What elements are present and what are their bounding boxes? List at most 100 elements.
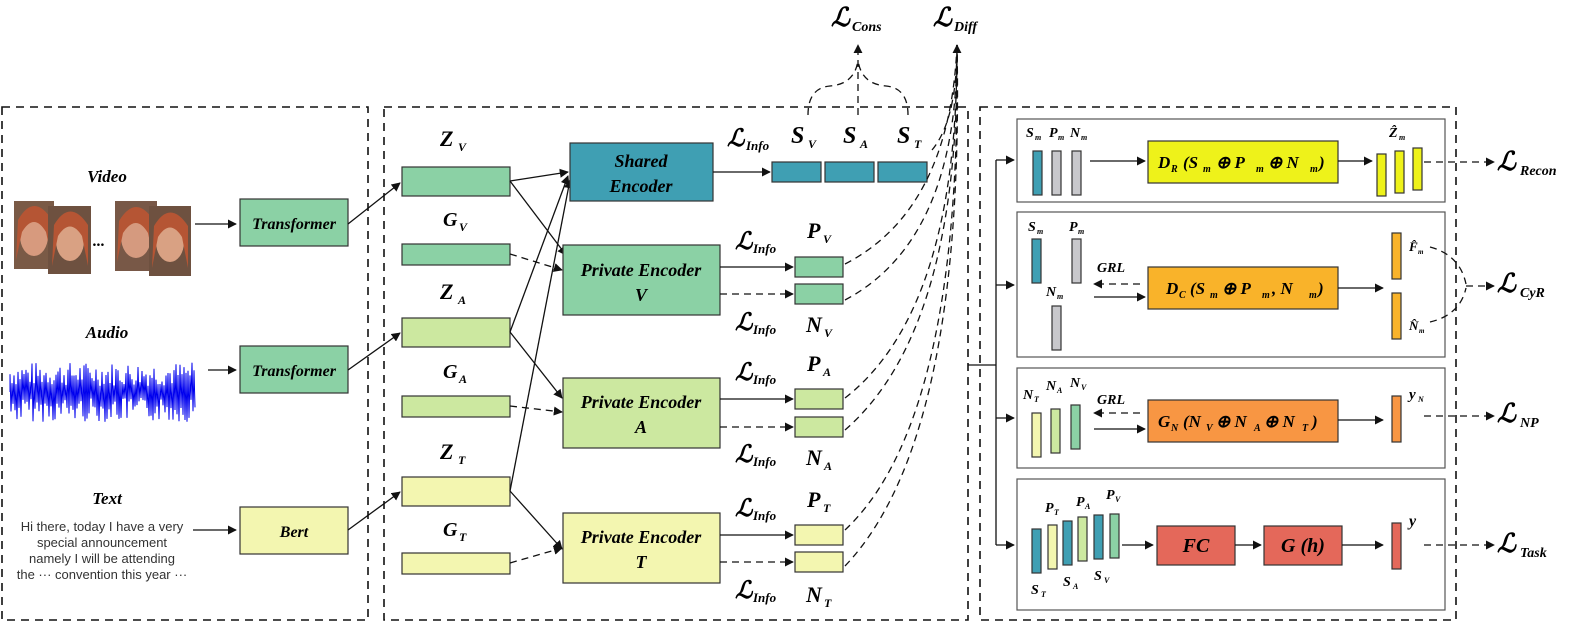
svg-text:V: V [459,220,468,234]
svg-text:m: m [1078,227,1084,236]
svg-text:G: G [443,519,458,541]
svg-text:S: S [1094,569,1102,584]
svg-text:N: N [1417,395,1425,404]
svg-text:D: D [1157,153,1170,172]
nhat-bar [1391,292,1402,340]
svg-text:m: m [1419,327,1425,335]
svg-text:A: A [458,372,467,386]
svg-text:Recon: Recon [1519,164,1557,179]
shared-encoder-label-1: Shared [614,151,668,171]
svg-text:P: P [1045,501,1054,516]
svg-text:A: A [859,137,868,151]
svg-text:NP: NP [1519,416,1539,431]
na-bar-3 [1050,408,1061,454]
svg-text:P: P [1106,488,1115,503]
svg-text:Cons: Cons [852,20,882,35]
svg-text:S: S [843,123,856,149]
svg-text:V: V [1104,576,1110,585]
face-frame-2 [48,206,91,274]
audio-waveform [9,362,196,422]
audio-transformer-label: Transformer [252,363,337,380]
decoder-frame [979,106,1457,621]
cons-brace-left [807,59,859,116]
svg-text:A: A [1072,582,1079,591]
gh-label: G (h) [1281,535,1325,557]
svg-text:ℒ: ℒ [1497,269,1517,298]
gt-bar [401,552,511,575]
svg-text:Info: Info [752,590,777,605]
svg-text:(S: (S [1190,279,1205,298]
svg-text:P: P [1049,126,1058,141]
svg-text:m: m [1203,164,1211,175]
svg-text:N: N [1022,388,1034,403]
svg-text:m: m [1035,133,1041,142]
grl-label-2: GRL [1097,393,1125,408]
svg-text:A: A [823,459,832,473]
encoder-frame [383,106,969,621]
text-bert-box [239,506,349,555]
svg-text:R: R [1170,164,1178,175]
pv-bar-4 [1109,513,1120,559]
svg-text:V: V [1081,383,1087,392]
pv-bar [794,256,844,278]
zv-bar [401,166,511,197]
svg-text:P: P [806,218,821,243]
svg-text:ℒ: ℒ [735,310,754,336]
svg-text:m: m [1309,290,1317,301]
private-encoder-v-label-2: V [635,285,649,305]
svg-text:N: N [805,312,823,337]
svg-text:P: P [1069,220,1078,235]
shared-encoder-box [569,142,714,202]
ga-bar [401,395,511,418]
svg-text:m: m [1037,227,1043,236]
svg-text:N: N [1069,126,1081,141]
svg-text:y: y [1407,387,1416,403]
svg-text:ℒ: ℒ [831,3,851,32]
svg-text:ℒ: ℒ [735,578,754,604]
svg-text:V: V [1115,495,1121,504]
svg-text:ℒ: ℒ [735,496,754,522]
y-bar [1391,522,1402,570]
svg-text:T: T [1034,395,1040,404]
sm-bar-2 [1031,238,1042,284]
svg-text:ℒ: ℒ [933,3,953,32]
face-frame-4 [149,206,191,276]
svg-text:V: V [458,140,467,154]
private-encoder-t-label-1: Private Encoder [580,527,702,547]
svg-text:N: N [1170,423,1179,434]
svg-text:Info: Info [752,241,777,256]
svg-text:m: m [1081,133,1087,142]
svg-text:(S: (S [1183,153,1198,172]
text-bert-label: Bert [279,524,309,541]
pm-bar-1 [1051,150,1062,196]
svg-text:N: N [805,445,823,470]
svg-text:A: A [1253,423,1261,434]
svg-text:Z: Z [439,279,453,304]
svg-text:S: S [791,123,804,149]
svg-text:⊕ P: ⊕ P [1216,153,1245,172]
sa-bar [824,161,875,183]
svg-text:C: C [1179,290,1186,301]
zt-bar [401,476,511,507]
svg-text:N̂: N̂ [1408,318,1419,333]
svg-text:m: m [1262,290,1270,301]
svg-text:S: S [1026,126,1034,141]
svg-text:V: V [1206,423,1214,434]
